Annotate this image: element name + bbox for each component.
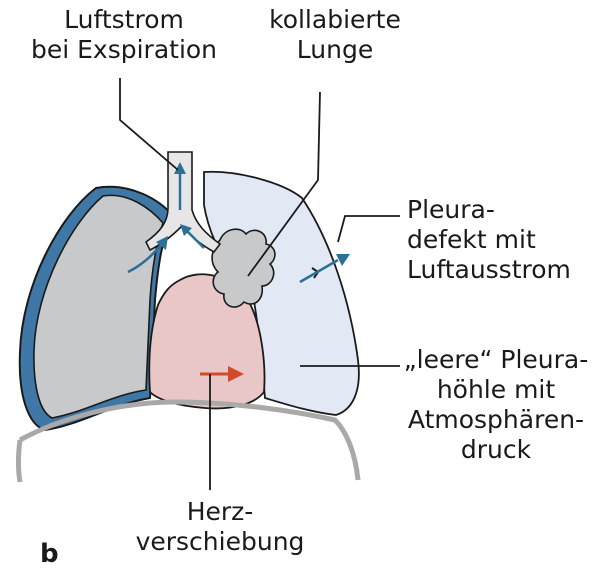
label-heart-shift: Herz- verschiebung <box>120 497 320 557</box>
left-lung <box>34 195 163 418</box>
label-airflow: Luftstrom bei Exspiration <box>15 5 233 65</box>
label-empty-pleura: „leere“ Pleura- höhle mit Atmosphären- d… <box>400 345 592 465</box>
label-pleural-defect: Pleura- defekt mit Luftausstrom <box>407 195 592 285</box>
label-collapsed-lung: kollabierte Lunge <box>262 5 408 65</box>
diaphragm-left-edge <box>19 440 21 482</box>
panel-letter: b <box>40 539 59 569</box>
